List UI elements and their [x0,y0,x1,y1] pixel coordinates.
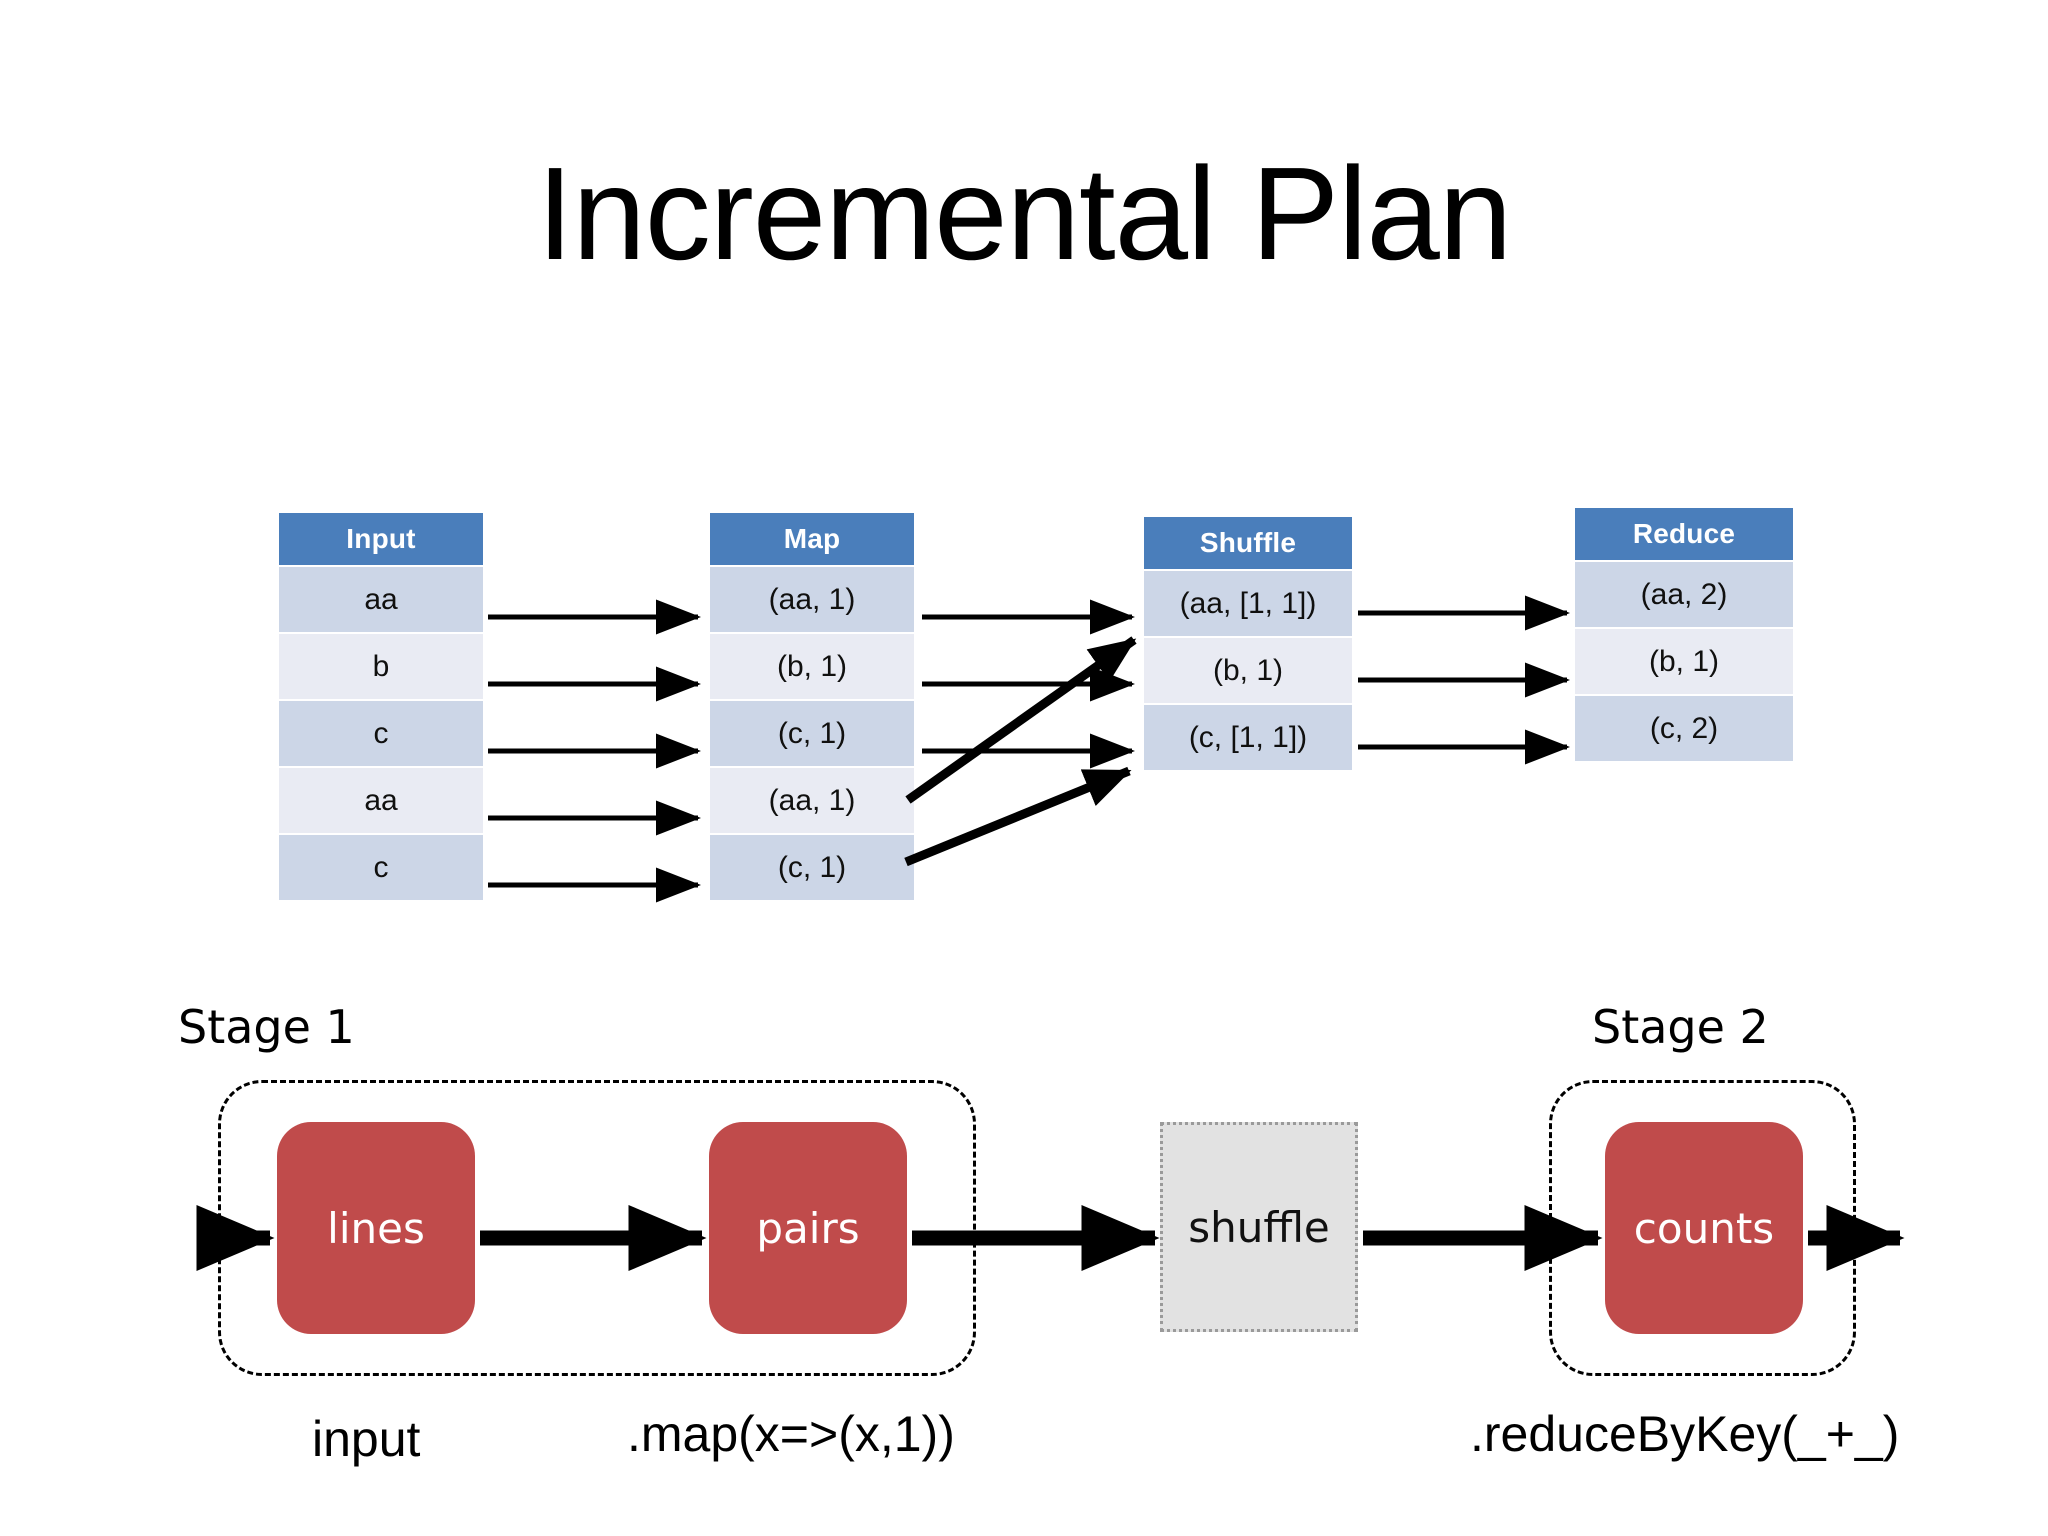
operation-label-map: .map(x=>(x,1)) [627,1406,955,1462]
table-row: (b, 1) [1144,638,1352,703]
shuffle-node[interactable]: shuffle [1160,1122,1358,1332]
table-input-header: Input [279,513,483,565]
table-row: (aa, [1, 1]) [1144,571,1352,636]
table-row: (aa, 2) [1575,562,1793,627]
table-map: Map (aa, 1) (b, 1) (c, 1) (aa, 1) (c, 1) [710,513,914,900]
table-row: (c, 1) [710,701,914,766]
table-reduce-header: Reduce [1575,508,1793,560]
table-row: b [279,634,483,699]
rdd-node-counts[interactable]: counts [1605,1122,1803,1334]
table-row: (b, 1) [1575,629,1793,694]
stage-2-boundary [1549,1080,1856,1376]
table-shuffle: Shuffle (aa, [1, 1]) (b, 1) (c, [1, 1]) [1144,517,1352,770]
table-row: (c, 2) [1575,696,1793,761]
table-row: c [279,701,483,766]
rdd-node-lines[interactable]: lines [277,1122,475,1334]
table-row: (aa, 1) [710,768,914,833]
table-row: aa [279,567,483,632]
stage-1-label: Stage 1 [178,1000,355,1054]
table-reduce: Reduce (aa, 2) (b, 1) (c, 2) [1575,508,1793,761]
operation-label-input: input [312,1411,421,1467]
table-row: aa [279,768,483,833]
stage-1-boundary [218,1080,976,1376]
stage-2-label: Stage 2 [1592,1000,1769,1054]
rdd-node-pairs[interactable]: pairs [709,1122,907,1334]
table-row: (b, 1) [710,634,914,699]
table-row: (c, [1, 1]) [1144,705,1352,770]
table-map-header: Map [710,513,914,565]
table-shuffle-header: Shuffle [1144,517,1352,569]
table-row: c [279,835,483,900]
table-input: Input aa b c aa c [279,513,483,900]
operation-label-reduce: .reduceByKey(_+_) [1470,1406,1900,1462]
page-title: Incremental Plan [536,140,1513,287]
table-row: (c, 1) [710,835,914,900]
table-row: (aa, 1) [710,567,914,632]
